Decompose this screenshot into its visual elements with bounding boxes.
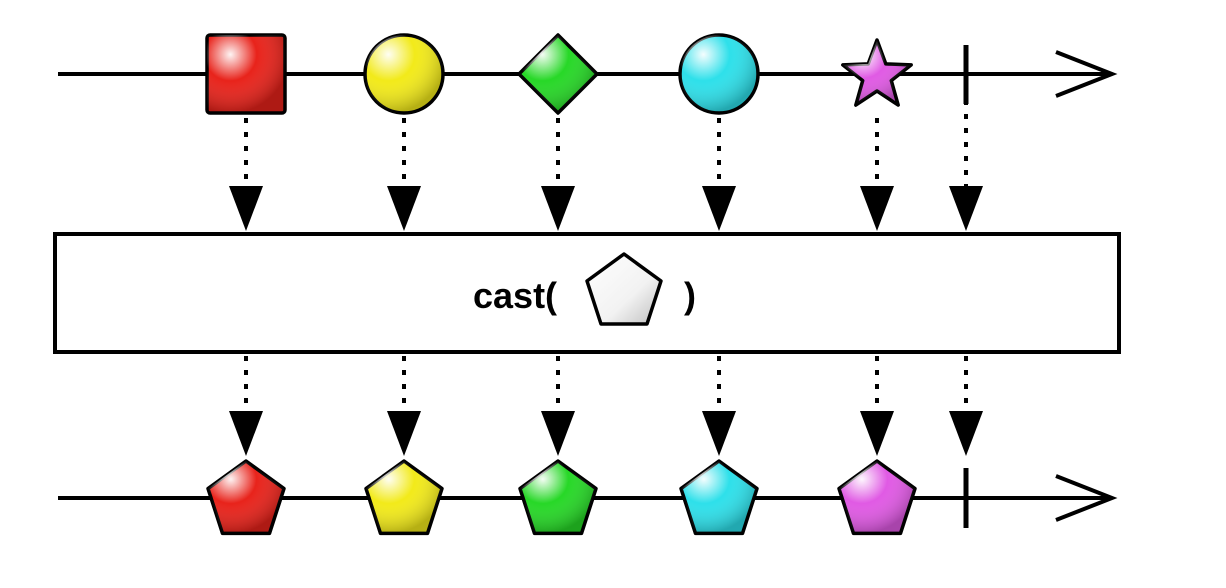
arrow-down-icon [229,411,263,456]
operator-box: cast( ) [53,232,1121,354]
arrow-down-icon [229,186,263,231]
arrow-down-icon [702,411,736,456]
input-star-marble [841,38,913,107]
output-pentagon-marble [679,459,759,536]
arrow-down-icon [860,186,894,231]
connectors [229,100,983,456]
arrow-down-icon [387,186,421,231]
arrow-down-icon [860,411,894,456]
arrow-down-icon [949,411,983,456]
input-square-marble [205,33,287,115]
arrow-down-icon [541,411,575,456]
output-pentagon-marble [206,459,286,536]
arrow-down-icon [949,186,983,231]
output-marbles [206,459,917,536]
operator-prefix: cast( [473,275,557,316]
input-circle-marble [363,33,445,115]
operator-suffix: ) [684,275,696,316]
output-pentagon-marble [364,459,444,536]
input-diamond-marble [517,33,599,115]
input-circle-marble [678,33,760,115]
arrow-down-icon [702,186,736,231]
output-pentagon-marble [837,459,917,536]
arrow-down-icon [387,411,421,456]
arrow-down-icon [541,186,575,231]
operator-argument-pentagon-icon [585,252,663,326]
input-marbles [205,33,913,115]
output-pentagon-marble [518,459,598,536]
